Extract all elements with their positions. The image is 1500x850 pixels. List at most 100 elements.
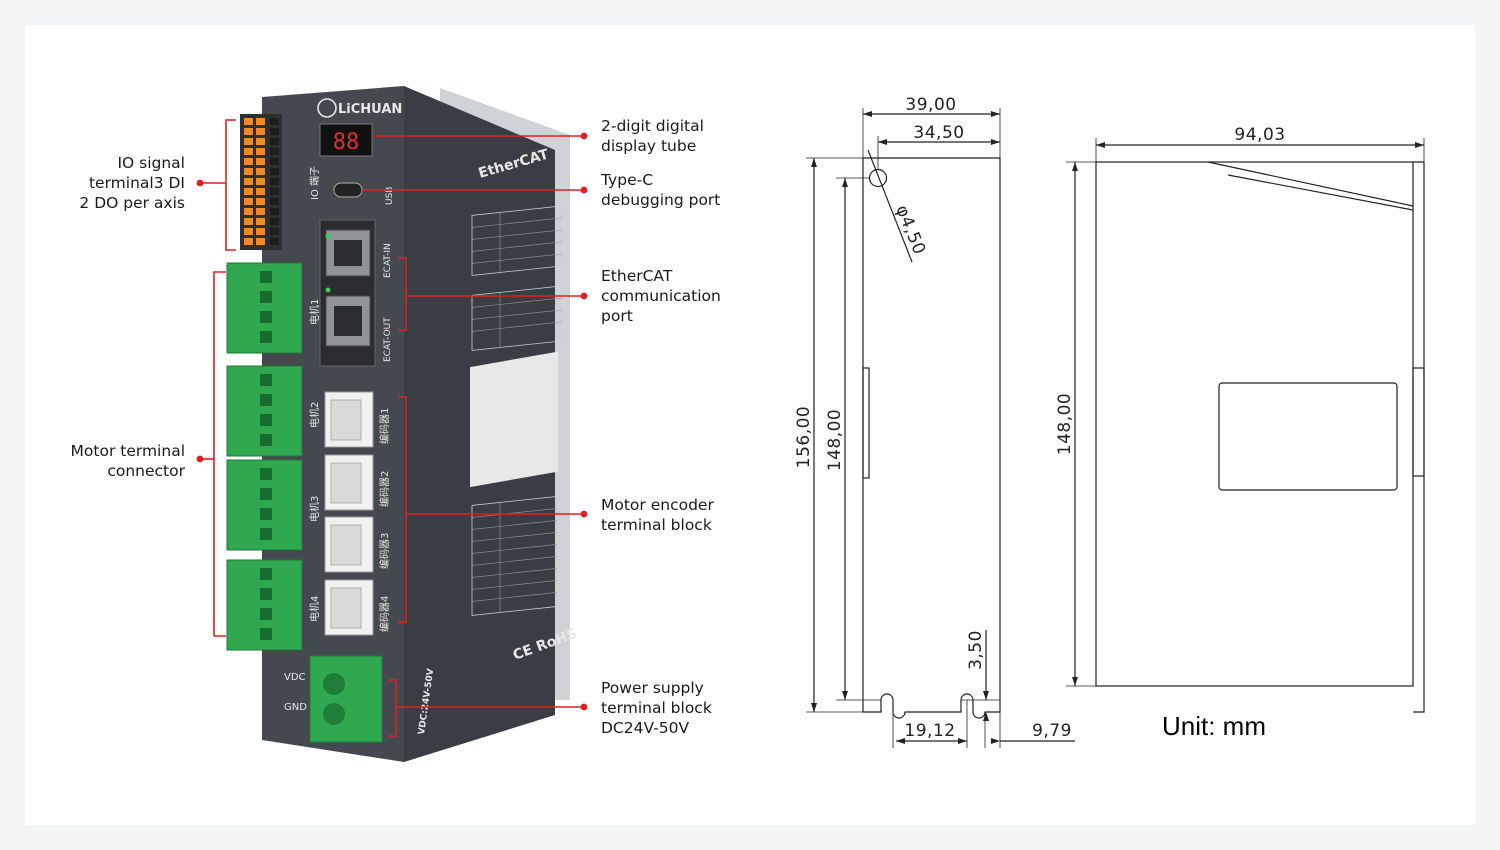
motor-terminal-line2: connector (107, 462, 185, 480)
encoder-label: 编码器1 (378, 408, 391, 444)
typec-line2: debugging port (601, 191, 720, 209)
power-line1: Power supply (601, 679, 704, 697)
dim-width-total: 39,00 (905, 95, 956, 115)
io-pin-slot (270, 128, 279, 135)
io-pin[interactable] (256, 188, 265, 195)
brand-name: LiCHUAN (338, 102, 402, 117)
power-bracket (388, 679, 397, 737)
power-line3: DC24V-50V (601, 719, 689, 737)
io-pin[interactable] (256, 118, 265, 125)
ethercat-line3: port (601, 307, 633, 325)
encoder-socket (330, 587, 362, 629)
motor-screw-icon (260, 608, 272, 620)
dim-side-height: 148,00 (1055, 393, 1075, 455)
motor-screw-icon (260, 394, 272, 406)
io-pin-slot (270, 178, 279, 185)
callout-dot-icon (580, 510, 588, 518)
io-pin[interactable] (256, 128, 265, 135)
motor-label: 电机3 (308, 496, 321, 522)
ethercat-line1: EtherCAT (601, 267, 673, 285)
io-pin[interactable] (256, 208, 265, 215)
encoder-label: 编码器3 (378, 533, 391, 569)
io-bracket (225, 119, 236, 251)
encoder-bracket (398, 396, 407, 623)
io-pin[interactable] (244, 198, 253, 205)
io-terminal-pins (244, 118, 279, 245)
io-pin-slot (270, 138, 279, 145)
io-pin[interactable] (244, 238, 253, 245)
display-digits: 88 (333, 130, 360, 155)
side-rail-tab (1412, 367, 1425, 477)
io-pin[interactable] (244, 228, 253, 235)
motor-screw-icon (260, 434, 272, 446)
io-pin[interactable] (244, 208, 253, 215)
io-pin[interactable] (256, 158, 265, 165)
brand-logo-icon (317, 98, 337, 118)
dim-width-inner: 34,50 (913, 123, 964, 143)
io-pin[interactable] (256, 228, 265, 235)
io-pin[interactable] (256, 218, 265, 225)
io-pin-slot (270, 208, 279, 215)
motor-screw-icon (260, 271, 272, 283)
io-pin[interactable] (256, 178, 265, 185)
dim-slot-edge: 9,79 (1032, 721, 1072, 741)
link-led-icon (325, 233, 331, 239)
typec-line1: Type-C (600, 171, 653, 189)
io-pin[interactable] (244, 158, 253, 165)
usb-c-port[interactable] (333, 182, 363, 198)
io-pin[interactable] (244, 178, 253, 185)
motor-screw-icon (260, 311, 272, 323)
encoder-line2: terminal block (601, 516, 712, 534)
motor-screw-icon (260, 374, 272, 386)
dim-height-inner: 148,00 (825, 409, 845, 471)
power-screw-icon (323, 673, 345, 695)
callout-texts: IO signal terminal3 DI 2 DO per axis Mot… (71, 117, 721, 737)
display-line1: 2-digit digital (601, 117, 704, 135)
io-pin[interactable] (244, 168, 253, 175)
front-dim-labels: 39,00 34,50 φ4,50 156,00 148,00 3,50 19,… (794, 95, 1072, 741)
encoder-label: 编码器4 (378, 596, 391, 632)
panel-table (471, 205, 563, 276)
motor-bracket (213, 271, 226, 637)
io-pin[interactable] (256, 148, 265, 155)
io-signal-line2: terminal3 DI (89, 174, 185, 192)
side-outline (1095, 161, 1414, 687)
ethercat-bracket (398, 257, 407, 331)
io-pin[interactable] (244, 148, 253, 155)
io-pin-slot (270, 188, 279, 195)
io-pin[interactable] (256, 238, 265, 245)
motor-screw-icon (260, 468, 272, 480)
encoder-label: 编码器2 (378, 471, 391, 507)
callout-dot-icon (196, 179, 204, 187)
io-pin-slot (270, 218, 279, 225)
motor-screw-icon (260, 414, 272, 426)
callout-dots (196, 132, 588, 711)
io-signal-line1: IO signal (117, 154, 185, 172)
io-pin[interactable] (244, 188, 253, 195)
io-pin[interactable] (256, 168, 265, 175)
dim-depth: 94,03 (1234, 125, 1285, 145)
front-view-drawing (806, 108, 1075, 748)
motor-label: 电机1 (308, 299, 321, 325)
io-pin[interactable] (244, 218, 253, 225)
io-pin[interactable] (244, 138, 253, 145)
io-pin-slot (270, 198, 279, 205)
encoder-connectors: 编码器1 编码器2 编码器3 编码器4 (324, 391, 391, 636)
io-pin-slot (270, 238, 279, 245)
encoder-socket (330, 399, 362, 441)
io-pin[interactable] (256, 198, 265, 205)
motor-screw-icon (260, 588, 272, 600)
io-pin[interactable] (244, 118, 253, 125)
callout-dot-icon (196, 455, 204, 463)
mounting-hole-icon (868, 168, 888, 188)
io-pin-slot (270, 168, 279, 175)
io-pin[interactable] (244, 128, 253, 135)
ecat-in-socket (334, 240, 362, 266)
driver-device: LiCHUAN 88 IO 端子 USB ECAT-IN ECAT-OUT 电机… (226, 86, 579, 762)
product-label-sticker (470, 351, 558, 488)
front-side-tab (862, 367, 870, 479)
io-signal-line3: 2 DO per axis (79, 194, 185, 212)
io-pin[interactable] (256, 138, 265, 145)
figure-card: LiCHUAN 88 IO 端子 USB ECAT-IN ECAT-OUT 电机… (25, 25, 1475, 825)
power-terminal[interactable] (309, 655, 383, 743)
